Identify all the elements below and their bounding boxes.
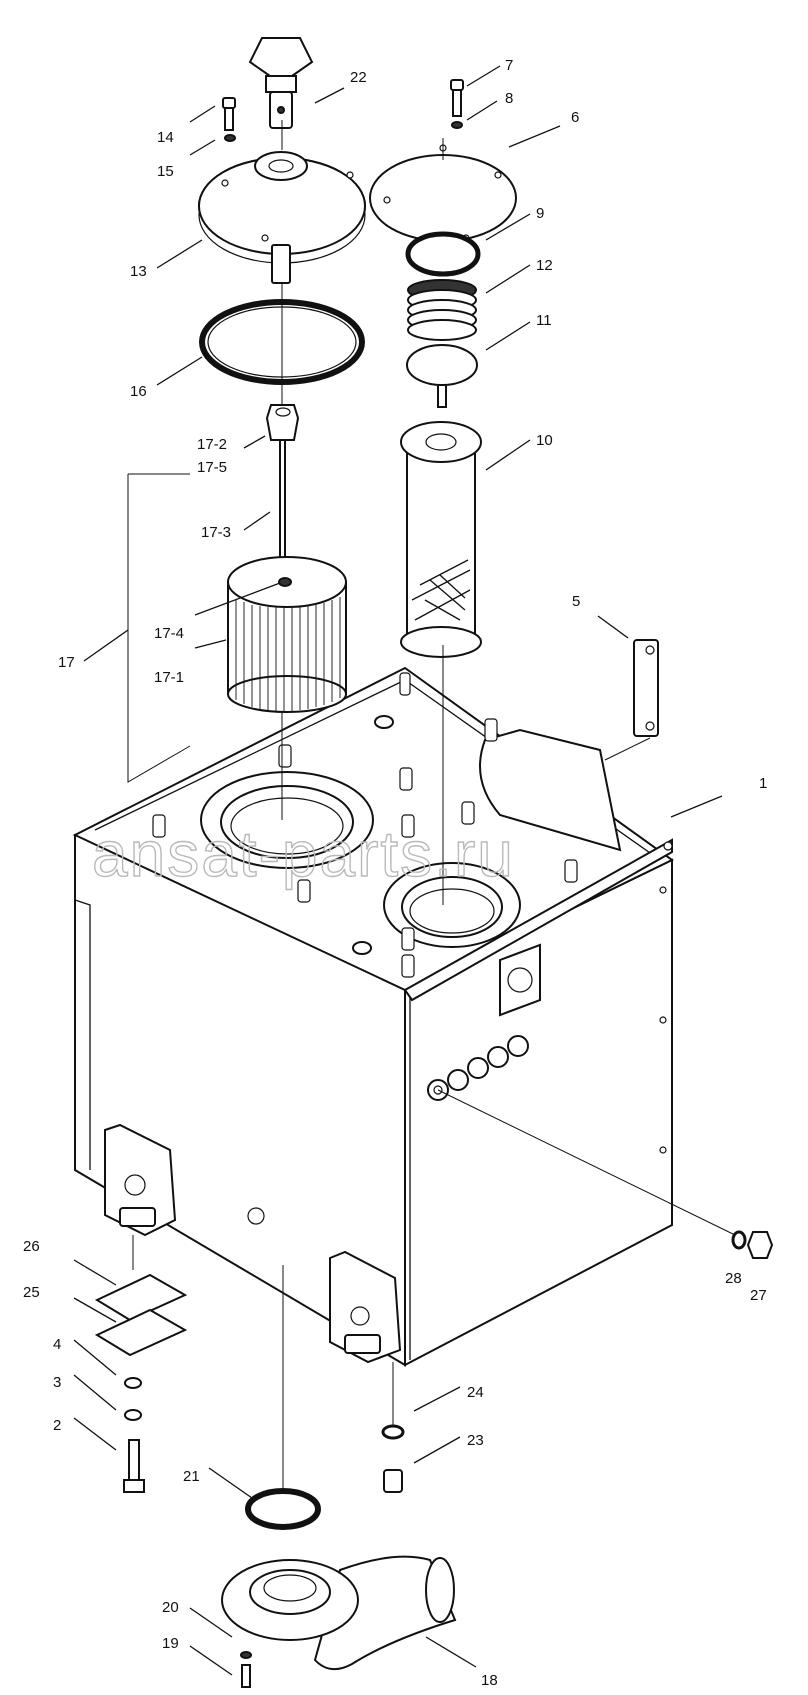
- level-gauge: [633, 639, 659, 737]
- callout-8: 8: [505, 90, 513, 107]
- callout-22: 22: [350, 69, 367, 86]
- callout-13: 13: [130, 263, 147, 280]
- callout-labels: 1 5 6 7 8 9 12 11 10 22 14 15 13 16 17-2…: [23, 57, 767, 1689]
- callout-23: 23: [467, 1432, 484, 1449]
- callout-9: 9: [536, 205, 544, 222]
- callout-17-2: 17-2: [197, 436, 227, 453]
- suction-elbow: [221, 1555, 457, 1671]
- callout-17-3: 17-3: [201, 524, 231, 541]
- watermark: ansat-parts.ru: [92, 818, 515, 890]
- callout-15: 15: [157, 163, 174, 180]
- callout-16: 16: [130, 383, 147, 400]
- cover-bolt-right: [450, 79, 464, 129]
- callout-7: 7: [505, 57, 513, 74]
- drain-plug-bottom: [381, 1424, 405, 1493]
- callout-18: 18: [481, 1672, 498, 1689]
- callout-1: 1: [759, 775, 767, 792]
- callout-26: 26: [23, 1238, 40, 1255]
- suction-strainer: [400, 421, 482, 658]
- cover-bolt-left: [222, 97, 236, 142]
- hydraulic-tank: [72, 666, 674, 1367]
- callout-17: 17: [58, 654, 75, 671]
- callout-14: 14: [157, 129, 174, 146]
- callout-2: 2: [53, 1417, 61, 1434]
- elbow-bolt: [240, 1651, 252, 1688]
- callout-6: 6: [571, 109, 579, 126]
- foot-bolt: [123, 1439, 145, 1493]
- callout-12: 12: [536, 257, 553, 274]
- assembly-axes: [127, 120, 736, 1490]
- callout-4: 4: [53, 1336, 61, 1353]
- leader-lines: [73, 65, 723, 1676]
- return-filter-assembly: [227, 404, 347, 713]
- front-foot: [104, 1123, 177, 1237]
- middle-foot: [329, 1250, 402, 1364]
- small-o-ring: [405, 231, 481, 277]
- callout-27: 27: [750, 1287, 767, 1304]
- air-breather: [248, 37, 314, 129]
- bypass-valve: [406, 344, 478, 408]
- callout-28: 28: [725, 1270, 742, 1287]
- drain-plug-right: [731, 1230, 774, 1259]
- callout-25: 25: [23, 1284, 40, 1301]
- callout-5: 5: [572, 593, 580, 610]
- callout-17-5: 17-5: [197, 459, 227, 476]
- callout-20: 20: [162, 1599, 179, 1616]
- callout-17-1: 17-1: [154, 669, 184, 686]
- shim-plates: [94, 1273, 188, 1421]
- callout-21: 21: [183, 1468, 200, 1485]
- callout-19: 19: [162, 1635, 179, 1652]
- suction-o-ring: [245, 1488, 321, 1530]
- callout-24: 24: [467, 1384, 484, 1401]
- callout-10: 10: [536, 432, 553, 449]
- callout-11: 11: [536, 312, 552, 329]
- strainer-spring: [407, 279, 477, 341]
- callout-3: 3: [53, 1374, 61, 1391]
- return-filter-cover: [198, 151, 366, 284]
- callout-17-4: 17-4: [154, 625, 184, 642]
